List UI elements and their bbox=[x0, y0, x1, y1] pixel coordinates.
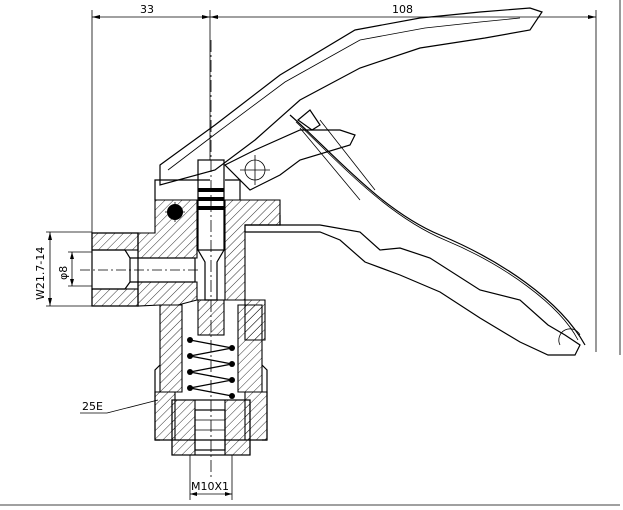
dim-108-label: 108 bbox=[392, 3, 413, 16]
spring bbox=[187, 337, 235, 399]
dim-33-label: 33 bbox=[140, 3, 154, 16]
dim-w21-label: W21.7-14 bbox=[34, 247, 47, 300]
side-dimensions: W21.7-14 φ8 bbox=[34, 231, 92, 307]
dim-25e-label: 25E bbox=[82, 400, 103, 413]
bottom-dimension: M10X1 bbox=[189, 455, 233, 500]
upper-lever bbox=[159, 7, 543, 186]
lower-body bbox=[154, 304, 268, 456]
taper-leader: 25E bbox=[80, 399, 159, 414]
dim-phi8-label: φ8 bbox=[57, 266, 70, 280]
dim-m10-label: M10X1 bbox=[191, 480, 229, 493]
lower-handle bbox=[223, 109, 586, 356]
top-dimension: 33 108 bbox=[91, 3, 597, 352]
valve-stem bbox=[197, 40, 225, 480]
